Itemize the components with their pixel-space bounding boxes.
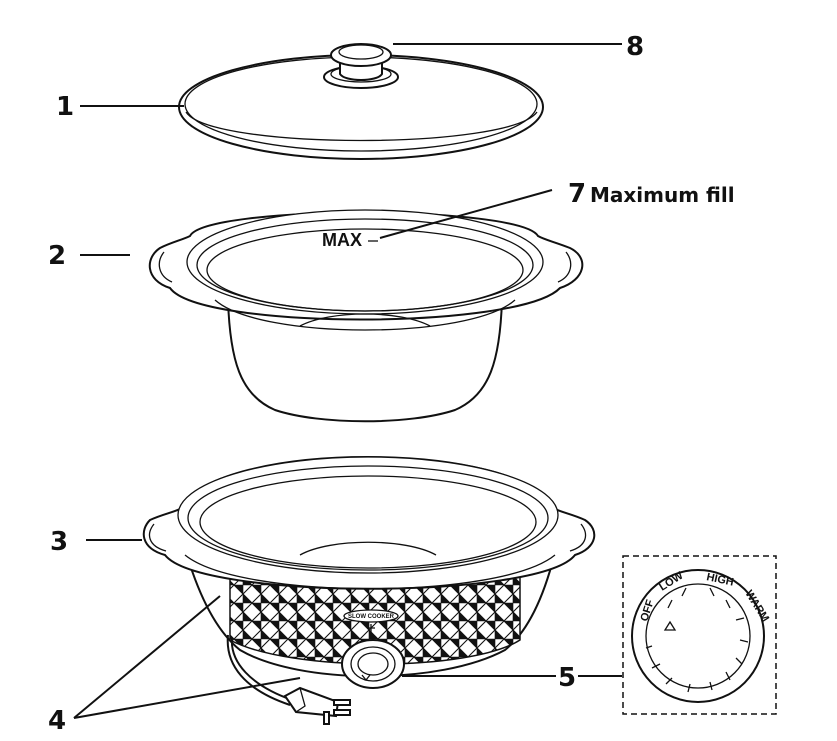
control-knob	[341, 639, 405, 689]
svg-text:SLOW COOKER: SLOW COOKER	[348, 614, 395, 620]
power-cord	[226, 634, 351, 725]
callout-bowl: 2	[48, 241, 66, 271]
lid-knob	[323, 43, 399, 89]
callout-control: 5	[558, 663, 576, 693]
callout-base: 3	[50, 527, 68, 557]
cooker-base: SLOW COOKER	[142, 456, 596, 689]
power-plug	[283, 686, 351, 725]
ceramic-bowl	[148, 209, 584, 423]
callout-max-fill-text: Maximum fill	[590, 183, 735, 207]
callout-knob: 8	[626, 32, 644, 62]
callout-max-fill-number: 7	[568, 179, 586, 209]
callout-heating: 4	[48, 706, 66, 736]
dial-detail-inset: OFF LOW HIGH WARM	[622, 555, 777, 715]
max-fill-mark: MAX	[322, 230, 362, 250]
callout-lid: 1	[56, 92, 74, 122]
brand-badge: SLOW COOKER	[343, 609, 399, 632]
dial-label-high: HIGH	[705, 571, 734, 588]
glass-lid	[178, 43, 544, 160]
